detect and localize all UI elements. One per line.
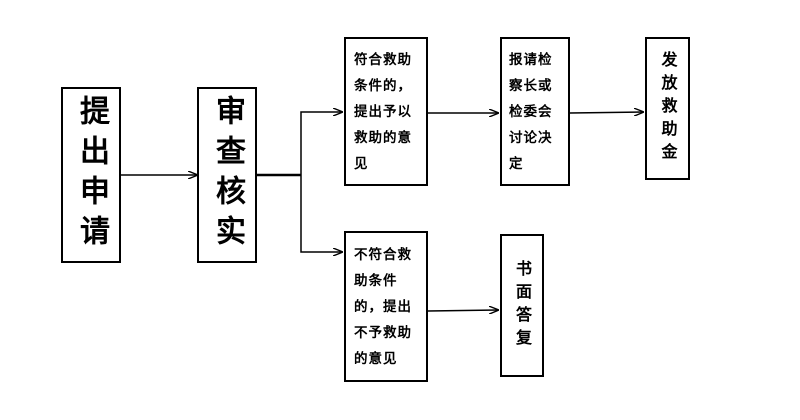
node-reply-label: 书面答复: [513, 259, 532, 352]
node-review: 审查核实: [197, 87, 257, 263]
node-eligible-label: 符合救助条件的，提出予以救助的意见: [354, 51, 412, 172]
node-eligible: 符合救助条件的，提出予以救助的意见: [344, 37, 428, 186]
branch-lower: [300, 175, 342, 252]
node-apply-label: 提出申请: [74, 95, 109, 255]
arrow-report-to-issue: [569, 112, 643, 113]
node-review-label: 审查核实: [210, 95, 245, 255]
node-apply: 提出申请: [61, 87, 121, 263]
node-report: 报请检察长或检委会讨论决定: [500, 37, 570, 186]
node-issue: 发放救助金: [645, 37, 690, 180]
node-reply: 书面答复: [500, 234, 544, 377]
branch-upper: [300, 112, 342, 175]
arrow-ineligible-to-reply: [427, 310, 498, 311]
node-ineligible: 不符合救助条件的，提出不予救助的意见: [344, 231, 428, 382]
node-ineligible-label: 不符合救助条件的，提出不予救助的意见: [354, 246, 412, 367]
node-report-label: 报请检察长或检委会讨论决定: [509, 51, 553, 172]
node-issue-label: 发放救助金: [658, 51, 678, 166]
